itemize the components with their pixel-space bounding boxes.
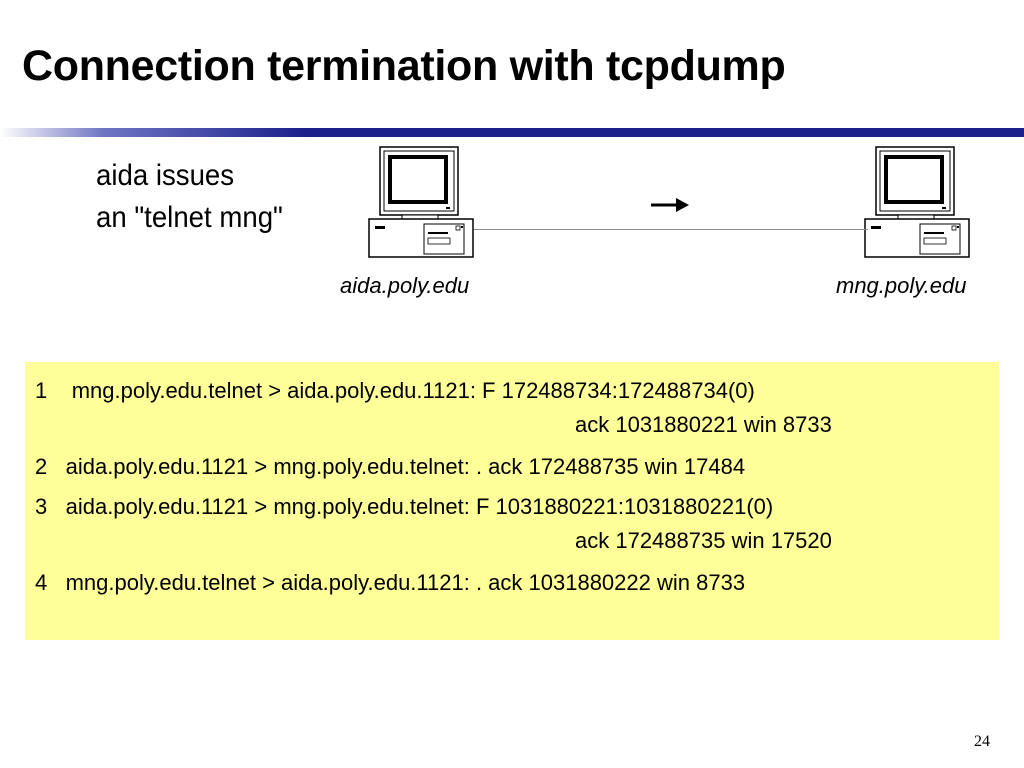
right-arrow-icon <box>651 198 689 212</box>
trace-line-text: aida.poly.edu.1121 > mng.poly.edu.telnet… <box>65 494 774 519</box>
intro-text: aida issues an "telnet mng" <box>96 155 283 239</box>
trace-line-text: mng.poly.edu.telnet > aida.poly.edu.1121… <box>71 378 755 403</box>
client-computer-icon <box>368 146 474 258</box>
trace-line-continuation: ack 172488735 win 17520 <box>575 528 832 553</box>
page-number: 24 <box>974 733 990 750</box>
trace-line-number: 2 <box>35 454 48 479</box>
trace-line-number: 3 <box>35 494 48 519</box>
tcpdump-trace-box: 1 mng.poly.edu.telnet > aida.poly.edu.11… <box>25 362 999 640</box>
network-link <box>474 229 868 230</box>
trace-line: 2 aida.poly.edu.1121 > mng.poly.edu.teln… <box>35 454 745 480</box>
trace-line-text: aida.poly.edu.1121 > mng.poly.edu.telnet… <box>65 454 746 479</box>
client-host-label: aida.poly.edu <box>340 273 470 298</box>
intro-line-2: an "telnet mng" <box>96 201 283 234</box>
trace-line: 4 mng.poly.edu.telnet > aida.poly.edu.11… <box>35 570 745 596</box>
title-divider <box>0 128 1024 137</box>
trace-line-number: 4 <box>35 570 48 595</box>
intro-line-1: aida issues <box>96 159 235 192</box>
trace-line-number: 1 <box>35 378 48 403</box>
trace-line: 1 mng.poly.edu.telnet > aida.poly.edu.11… <box>35 378 755 404</box>
trace-line-text: mng.poly.edu.telnet > aida.poly.edu.1121… <box>65 570 746 595</box>
slide-title: Connection termination with tcpdump <box>22 42 786 90</box>
trace-line: 3 aida.poly.edu.1121 > mng.poly.edu.teln… <box>35 494 773 520</box>
server-host-label: mng.poly.edu <box>836 273 967 298</box>
trace-line-continuation: ack 1031880221 win 8733 <box>575 412 832 437</box>
server-computer-icon <box>864 146 970 258</box>
